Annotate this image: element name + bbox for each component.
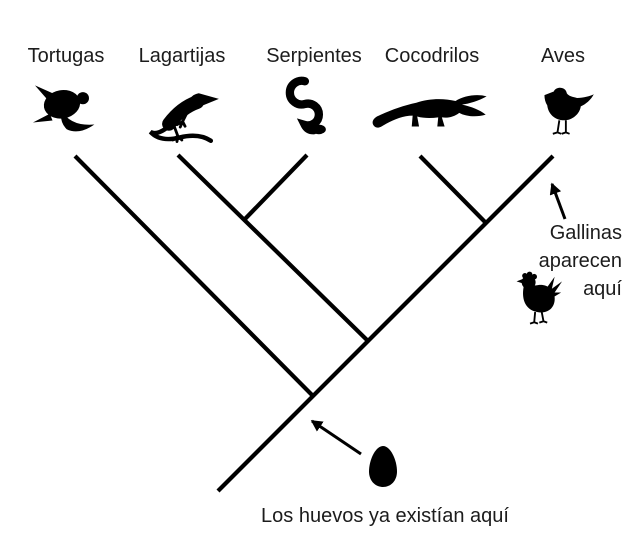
crocodile-icon	[368, 90, 492, 132]
branch-cocodrilos	[418, 154, 488, 225]
huevos-caption: Los huevos ya existían aquí	[261, 505, 509, 527]
lizard-icon	[132, 86, 222, 144]
snake-icon	[274, 76, 348, 139]
branch-lagartijas-serpientes-clade	[176, 153, 370, 343]
taxon-label-aves: Aves	[540, 45, 586, 67]
bird-icon	[532, 84, 596, 138]
arrow-to-root	[310, 419, 362, 456]
taxon-label-cocodrilos: Cocodrilos	[384, 45, 480, 67]
gallinas-note: Gallinas aparecen aquí	[539, 219, 622, 303]
branch-aves-and-root-stem	[216, 154, 555, 493]
sea-turtle-icon	[28, 82, 100, 136]
gallinas-note-line1: Gallinas	[549, 222, 622, 244]
branch-tortugas	[73, 154, 315, 398]
taxon-label-lagartijas: Lagartijas	[138, 45, 226, 67]
hen-icon	[511, 271, 563, 327]
taxon-label-tortugas: Tortugas	[27, 45, 105, 67]
egg-icon	[369, 446, 397, 487]
gallinas-note-line2: aparecen	[538, 250, 622, 272]
taxon-label-serpientes: Serpientes	[266, 45, 362, 67]
gallinas-note-line3: aquí	[583, 278, 622, 300]
arrow-to-aves-branch	[549, 182, 567, 220]
branch-serpientes	[243, 153, 309, 221]
